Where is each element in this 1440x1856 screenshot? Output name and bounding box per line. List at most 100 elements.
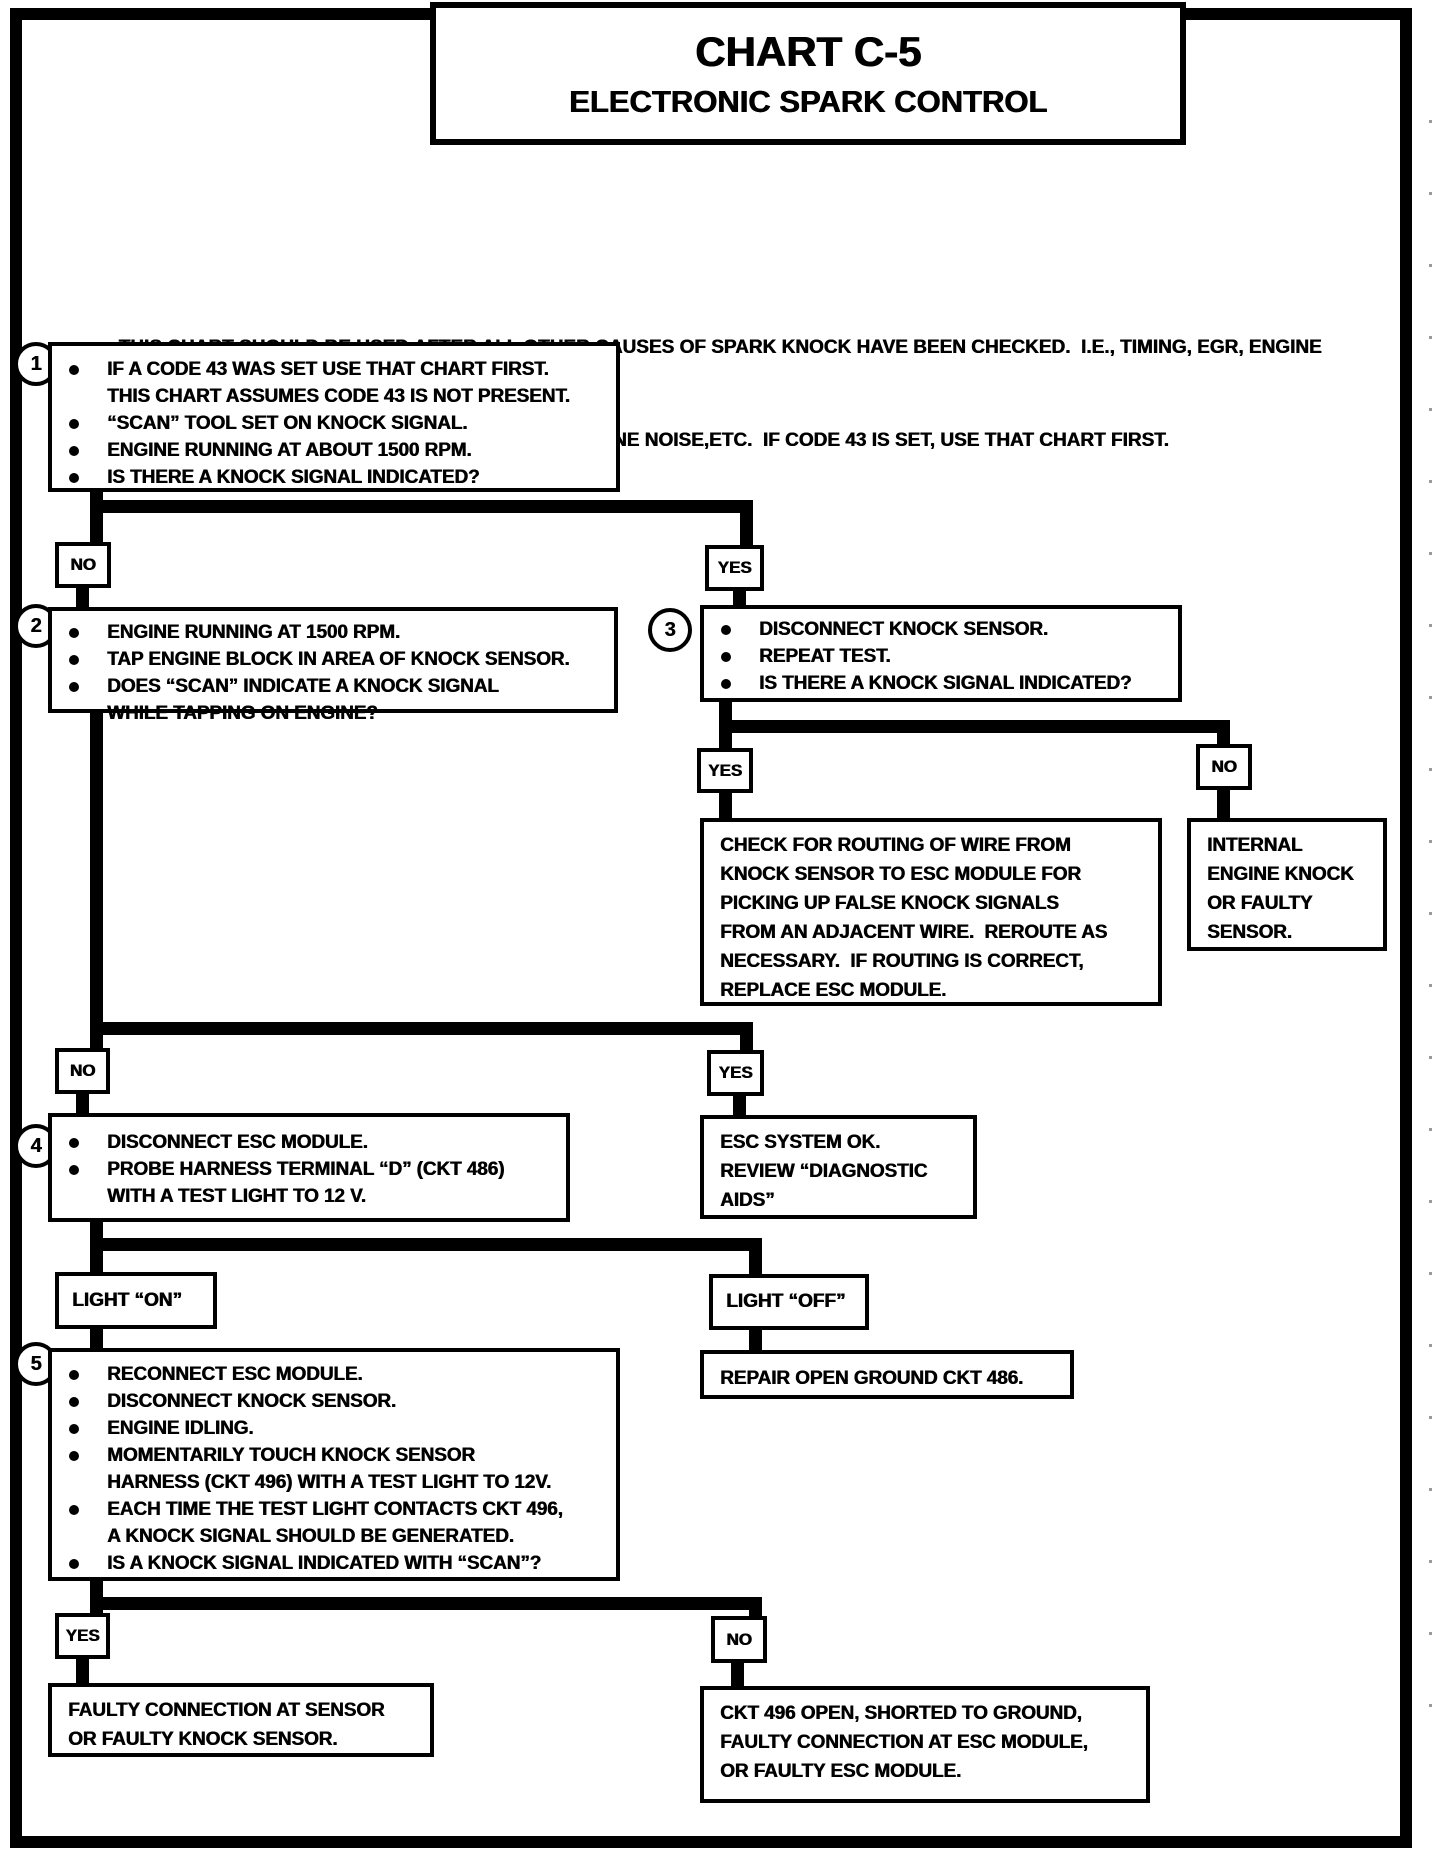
result-text: FAULTY CONNECTION AT SENSOR xyxy=(68,1700,385,1721)
step-text: ENGINE RUNNING AT ABOUT 1500 RPM. xyxy=(107,440,472,461)
chart-subtitle: ELECTRONIC SPARK CONTROL xyxy=(568,83,1048,119)
result-text: ENGINE KNOCK xyxy=(1207,864,1354,885)
list-item: EACH TIME THE TEST LIGHT CONTACTS CKT 49… xyxy=(52,1496,608,1550)
list-item: IS THERE A KNOCK SIGNAL INDICATED? xyxy=(704,670,1170,697)
step-text: IS THERE A KNOCK SIGNAL INDICATED? xyxy=(759,673,1132,694)
step-5-list: RECONNECT ESC MODULE. DISCONNECT KNOCK S… xyxy=(52,1352,616,1577)
decision-no-2: NO xyxy=(1196,744,1252,790)
step-text: ENGINE IDLING. xyxy=(107,1418,254,1439)
connector xyxy=(719,720,1230,733)
list-item: ENGINE IDLING. xyxy=(52,1415,608,1442)
step-text: WITH A TEST LIGHT TO 12 V. xyxy=(107,1186,366,1207)
result-text: OR FAULTY ESC MODULE. xyxy=(720,1761,962,1782)
connector xyxy=(90,488,103,544)
result-ckt496: CKT 496 OPEN, SHORTED TO GROUND, FAULTY … xyxy=(700,1686,1150,1803)
chart-title: CHART C-5 xyxy=(694,27,922,75)
step-text: “SCAN” TOOL SET ON KNOCK SIGNAL. xyxy=(107,413,468,434)
connector xyxy=(740,1022,753,1052)
connector xyxy=(733,1094,746,1117)
result-text: REPLACE ESC MODULE. xyxy=(720,980,947,1001)
result-text: CKT 496 OPEN, SHORTED TO GROUND, xyxy=(720,1703,1082,1724)
step-text: ENGINE RUNNING AT 1500 RPM. xyxy=(107,622,400,643)
step-number: 2 xyxy=(30,614,42,637)
decision-label: YES xyxy=(707,760,743,780)
step-3-box: DISCONNECT KNOCK SENSOR. REPEAT TEST. IS… xyxy=(700,605,1182,702)
connector xyxy=(90,1238,762,1251)
step-2-list: ENGINE RUNNING AT 1500 RPM. TAP ENGINE B… xyxy=(52,611,614,727)
page-border xyxy=(10,8,1412,1848)
connector xyxy=(749,1328,762,1352)
step-4-list: DISCONNECT ESC MODULE. PROBE HARNESS TER… xyxy=(52,1117,566,1210)
step-1-list: IF A CODE 43 WAS SET USE THAT CHART FIRS… xyxy=(52,346,616,491)
title-box: CHART C-5 ELECTRONIC SPARK CONTROL xyxy=(430,2,1186,145)
list-item: MOMENTARILY TOUCH KNOCK SENSOR HARNESS (… xyxy=(52,1442,608,1496)
step-number: 1 xyxy=(30,352,42,375)
step-text: EACH TIME THE TEST LIGHT CONTACTS CKT 49… xyxy=(107,1499,563,1520)
list-item: DOES “SCAN” INDICATE A KNOCK SIGNAL WHIL… xyxy=(52,673,606,727)
step-text: DOES “SCAN” INDICATE A KNOCK SIGNAL xyxy=(107,676,499,697)
step-1-box: IF A CODE 43 WAS SET USE THAT CHART FIRS… xyxy=(48,342,620,492)
connector xyxy=(749,1238,762,1276)
connector xyxy=(733,589,746,607)
decision-light-on: LIGHT “ON” xyxy=(55,1272,217,1329)
decision-no-4: NO xyxy=(711,1616,767,1663)
result-faulty-sensor: FAULTY CONNECTION AT SENSOR OR FAULTY KN… xyxy=(48,1683,434,1757)
decision-label: LIGHT “ON” xyxy=(72,1289,182,1311)
step-text: DISCONNECT ESC MODULE. xyxy=(107,1132,368,1153)
step-3-number-badge: 3 xyxy=(648,608,692,652)
step-text: IF A CODE 43 WAS SET USE THAT CHART FIRS… xyxy=(107,359,549,380)
connector xyxy=(749,1597,762,1618)
list-item: IS A KNOCK SIGNAL INDICATED WITH “SCAN”? xyxy=(52,1550,608,1577)
decision-yes-1: YES xyxy=(705,545,764,591)
step-number: 5 xyxy=(30,1352,42,1375)
step-text: TAP ENGINE BLOCK IN AREA OF KNOCK SENSOR… xyxy=(107,649,570,670)
decision-yes-4: YES xyxy=(55,1613,110,1659)
decision-label: NO xyxy=(69,1061,96,1080)
list-item: IS THERE A KNOCK SIGNAL INDICATED? xyxy=(52,464,608,491)
step-number: 4 xyxy=(30,1134,42,1157)
result-text: FROM AN ADJACENT WIRE. REROUTE AS xyxy=(720,922,1108,943)
decision-label: NO xyxy=(1211,757,1237,776)
result-text: ESC SYSTEM OK. xyxy=(720,1132,881,1153)
decision-label: YES xyxy=(65,1626,100,1645)
result-text: NECESSARY. IF ROUTING IS CORRECT, xyxy=(720,951,1084,972)
connector xyxy=(90,1327,103,1350)
result-esc-ok: ESC SYSTEM OK. REVIEW “DIAGNOSTIC AIDS” xyxy=(700,1115,977,1219)
list-item: DISCONNECT ESC MODULE. xyxy=(52,1129,558,1156)
connector xyxy=(740,500,753,547)
result-text: OR FAULTY xyxy=(1207,893,1313,914)
result-text: REPAIR OPEN GROUND CKT 486. xyxy=(720,1368,1024,1389)
connector xyxy=(90,500,753,513)
decision-light-off: LIGHT “OFF” xyxy=(709,1274,869,1330)
connector xyxy=(90,1597,762,1610)
step-5-box: RECONNECT ESC MODULE. DISCONNECT KNOCK S… xyxy=(48,1348,620,1581)
result-repair-ground: REPAIR OPEN GROUND CKT 486. xyxy=(700,1350,1074,1399)
step-3-list: DISCONNECT KNOCK SENSOR. REPEAT TEST. IS… xyxy=(704,609,1178,697)
decision-label: NO xyxy=(726,1629,752,1649)
decision-label: YES xyxy=(718,1063,753,1082)
result-text: REVIEW “DIAGNOSTIC xyxy=(720,1161,928,1182)
scan-artifact-dots xyxy=(1429,120,1432,1720)
result-text: PICKING UP FALSE KNOCK SIGNALS xyxy=(720,893,1059,914)
list-item: “SCAN” TOOL SET ON KNOCK SIGNAL. xyxy=(52,410,608,437)
decision-yes-3: YES xyxy=(707,1050,764,1096)
decision-label: YES xyxy=(717,558,752,577)
step-text: DISCONNECT KNOCK SENSOR. xyxy=(759,619,1048,640)
step-4-box: DISCONNECT ESC MODULE. PROBE HARNESS TER… xyxy=(48,1113,570,1222)
result-check-routing: CHECK FOR ROUTING OF WIRE FROM KNOCK SEN… xyxy=(700,818,1162,1006)
result-text: SENSOR. xyxy=(1207,922,1292,943)
step-text: DISCONNECT KNOCK SENSOR. xyxy=(107,1391,396,1412)
list-item: TAP ENGINE BLOCK IN AREA OF KNOCK SENSOR… xyxy=(52,646,606,673)
list-item: ENGINE RUNNING AT ABOUT 1500 RPM. xyxy=(52,437,608,464)
step-text: A KNOCK SIGNAL SHOULD BE GENERATED. xyxy=(107,1526,514,1547)
connector xyxy=(719,791,732,820)
list-item: REPEAT TEST. xyxy=(704,643,1170,670)
connector xyxy=(1217,720,1230,747)
decision-no-1: NO xyxy=(55,542,111,588)
connector xyxy=(76,1657,89,1685)
list-item: DISCONNECT KNOCK SENSOR. xyxy=(704,616,1170,643)
list-item: DISCONNECT KNOCK SENSOR. xyxy=(52,1388,608,1415)
step-number: 3 xyxy=(664,618,676,641)
connector xyxy=(1217,788,1230,820)
step-text: RECONNECT ESC MODULE. xyxy=(107,1364,363,1385)
